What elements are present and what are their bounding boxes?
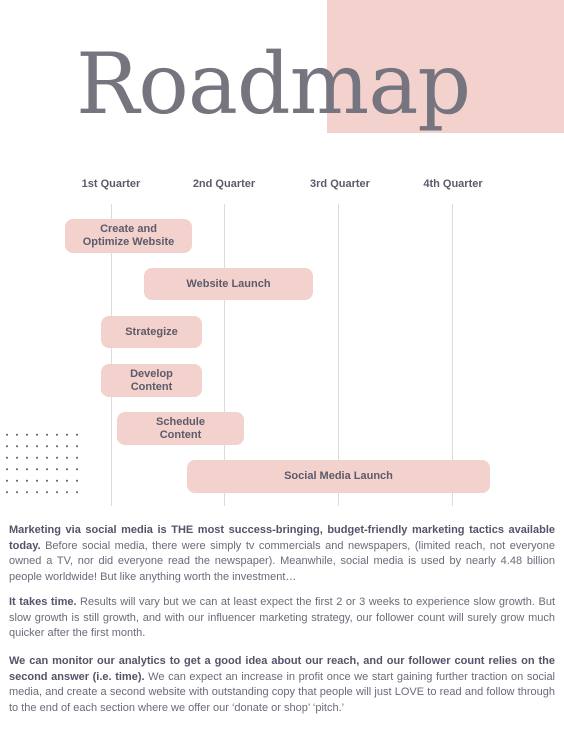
quarter-1-gridline <box>111 204 112 506</box>
task-label: Strategize <box>125 325 178 338</box>
page-title: Roadmap <box>76 35 471 133</box>
task-social-media-launch: Social Media Launch <box>187 460 490 493</box>
quarter-2-gridline <box>224 204 225 506</box>
quarter-4-label: 4th Quarter <box>423 178 483 190</box>
quarter-1-label: 1st Quarter <box>81 178 141 190</box>
paragraph-body: We can expect an increase in profit once… <box>9 670 556 714</box>
quarter-3-gridline <box>338 204 339 506</box>
quarter-2-label: 2nd Quarter <box>192 178 256 190</box>
paragraph-takes-time: It takes time. Results will vary but we … <box>9 595 555 642</box>
task-label: Social Media Launch <box>284 470 393 483</box>
paragraph-social-media-value: Marketing via social media is THE most s… <box>9 523 555 585</box>
task-strategize: Strategize <box>101 316 202 348</box>
quarter-4-gridline <box>452 204 453 506</box>
task-label: Website Launch <box>186 277 271 290</box>
paragraph-lead: Marketing via social media is THE most s… <box>9 524 555 552</box>
paragraph-body: Results will vary but we can at least ex… <box>9 596 555 639</box>
quarter-3-label: 3rd Quarter <box>310 178 370 190</box>
task-website-launch: Website Launch <box>144 268 313 300</box>
paragraph-lead: We can monitor our analytics to get a go… <box>9 655 555 683</box>
paragraph-body: Before social media, there were simply t… <box>9 539 555 583</box>
paragraph-analytics: We can monitor our analytics to get a go… <box>9 654 555 716</box>
paragraph-lead: It takes time. <box>9 596 77 608</box>
decorative-dot-grid <box>2 429 84 497</box>
decorative-pink-block <box>327 0 564 133</box>
